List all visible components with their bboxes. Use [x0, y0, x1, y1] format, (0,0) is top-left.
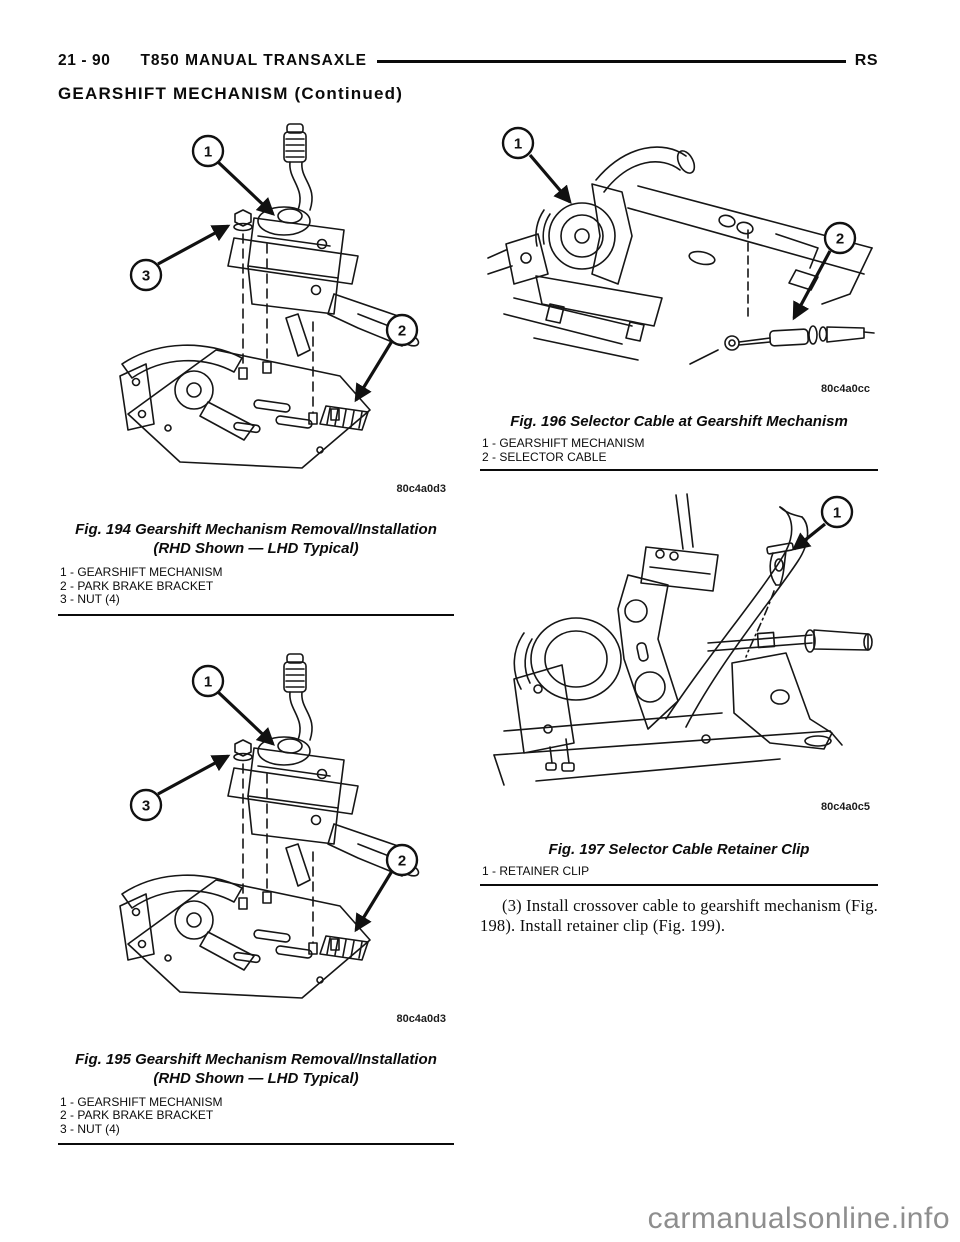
callout-1: 1 — [820, 495, 854, 529]
section-title: GEARSHIFT MECHANISM (Continued) — [58, 84, 404, 103]
fig194-caption-line2: (RHD Shown — LHD Typical) — [153, 540, 359, 557]
callout-1-arrow — [216, 690, 275, 746]
callout-2: 2 — [385, 313, 419, 347]
callout-2: 2 — [823, 221, 857, 255]
svg-text:1: 1 — [204, 144, 212, 161]
callout-1: 1 — [191, 134, 225, 168]
fig195-caption-line1: Fig. 195 Gearshift Mechanism Removal/Ins… — [75, 1050, 437, 1068]
fig195-image-code: 80c4a0d3 — [396, 1012, 446, 1025]
fig194-caption-line1: Fig. 194 Gearshift Mechanism Removal/Ins… — [75, 521, 437, 538]
page-header: 21 - 90 T850 MANUAL TRANSAXLE RS — [58, 52, 878, 70]
fig196-legend: 1 - GEARSHIFT MECHANISM 2 - SELECTOR CAB… — [480, 436, 878, 471]
left-column: 1 3 2 80c4a0d3 Fig. 194 Gearshift Mechan… — [58, 118, 454, 1145]
fig196-selector-cable-drawing: 1 2 — [487, 126, 875, 365]
legend-item: 3 - NUT (4) — [60, 592, 120, 606]
chapter-title: T850 MANUAL TRANSAXLE — [140, 52, 368, 69]
legend-item: 2 - PARK BRAKE BRACKET — [60, 1108, 214, 1122]
callout-1: 1 — [191, 664, 225, 697]
legend-item: 1 - RETAINER CLIP — [482, 864, 590, 878]
header-rule — [377, 59, 846, 63]
fig194-gearshift-mechanism-drawing: 1 3 2 — [119, 123, 420, 469]
procedure-step-3: (3) Install crossover cable to gearshift… — [480, 895, 878, 935]
callout-1-arrow — [791, 522, 827, 551]
fig195-caption-line2: (RHD Shown — LHD Typical) — [153, 1069, 359, 1087]
legend-item: 1 - GEARSHIFT MECHANISM — [482, 436, 645, 450]
fig195-caption: Fig. 195 Gearshift Mechanism Removal/Ins… — [58, 1050, 454, 1088]
fig194-image-code: 80c4a0d3 — [396, 483, 446, 495]
svg-text:1: 1 — [204, 673, 212, 690]
legend-item: 1 - GEARSHIFT MECHANISM — [60, 565, 223, 579]
callout-3-arrow — [157, 224, 231, 266]
legend-item: 3 - NUT (4) — [60, 1121, 120, 1136]
callout-2: 2 — [385, 843, 419, 876]
platform-code: RS — [854, 52, 878, 69]
fig194-legend: 1 - GEARSHIFT MECHANISM 2 - PARK BRAKE B… — [58, 565, 454, 616]
fig196-caption: Fig. 196 Selector Cable at Gearshift Mec… — [510, 413, 848, 430]
svg-text:3: 3 — [142, 797, 150, 814]
svg-text:1: 1 — [514, 136, 522, 153]
callout-3-arrow — [157, 754, 231, 795]
callout-2-arrow — [792, 250, 832, 321]
watermark: carmanualsonline.info — [647, 1202, 950, 1235]
legend-item: 1 - GEARSHIFT MECHANISM — [60, 1094, 223, 1109]
svg-text:3: 3 — [142, 268, 150, 285]
fig196-image-code: 80c4a0cc — [821, 383, 870, 395]
fig195-gearshift-mechanism-drawing: 1 3 2 — [119, 652, 420, 999]
svg-text:2: 2 — [836, 231, 844, 248]
legend-item: 2 - PARK BRAKE BRACKET — [60, 578, 214, 593]
fig197-retainer-clip-drawing: 1 — [493, 493, 873, 786]
svg-text:2: 2 — [398, 323, 406, 340]
right-column: 1 2 80c4a0cc Fig. 196 Selector Cable at … — [480, 118, 878, 952]
callout-1-arrow — [216, 160, 275, 216]
callout-3: 3 — [129, 788, 163, 821]
page-number: 21 - 90 — [58, 52, 111, 69]
fig197-legend: 1 - RETAINER CLIP — [480, 864, 878, 886]
callout-2-arrow — [354, 869, 394, 932]
fig194-caption: Fig. 194 Gearshift Mechanism Removal/Ins… — [58, 520, 454, 558]
callout-1: 1 — [501, 126, 535, 160]
legend-item: 2 - SELECTOR CABLE — [482, 449, 607, 464]
fig197-caption: Fig. 197 Selector Cable Retainer Clip — [548, 841, 810, 858]
callout-2-arrow — [354, 340, 394, 403]
svg-text:2: 2 — [398, 852, 406, 869]
callout-3: 3 — [129, 258, 163, 292]
callout-1-arrow — [528, 153, 572, 205]
fig197-image-code: 80c4a0c5 — [821, 801, 870, 813]
fig195-legend: 1 - GEARSHIFT MECHANISM 2 - PARK BRAKE B… — [58, 1094, 454, 1145]
svg-text:1: 1 — [833, 505, 841, 522]
